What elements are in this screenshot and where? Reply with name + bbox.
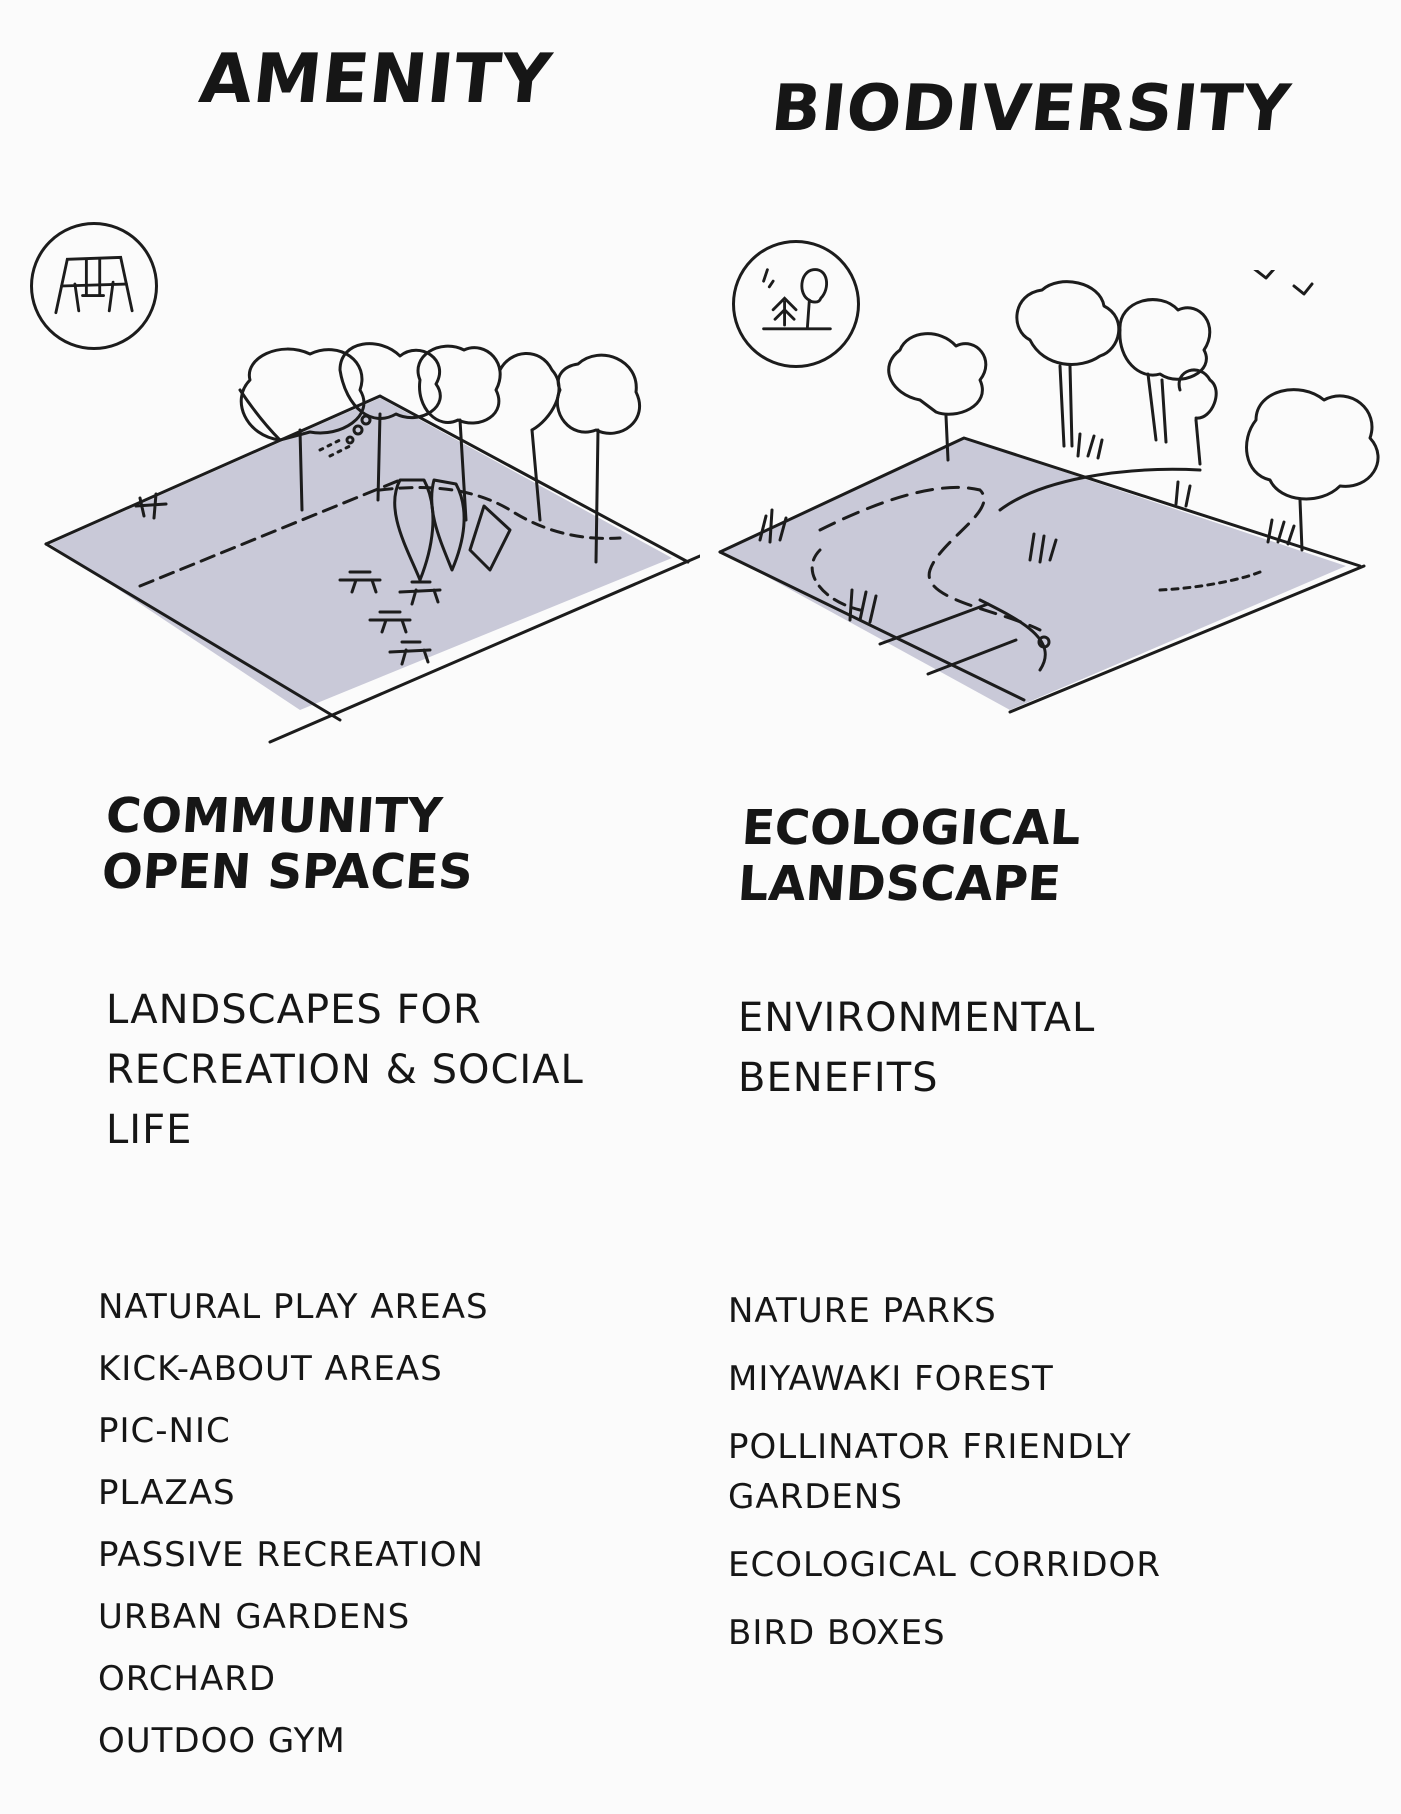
amenity-description: LANDSCAPES FOR RECREATION & SOCIAL LIFE — [106, 987, 584, 1153]
trees-icon — [732, 240, 860, 368]
list-item: URBAN GARDENS — [98, 1597, 411, 1637]
amenity-column: AMENITY — [0, 0, 700, 1814]
swing-set-icon — [30, 222, 158, 350]
biodiversity-title: BIODIVERSITY — [768, 72, 1295, 146]
list-item: BIRD BOXES — [728, 1613, 946, 1653]
amenity-subtitle: COMMUNITY OPEN SPACES — [100, 788, 475, 900]
list-item: NATURE PARKS — [728, 1291, 997, 1331]
biodiversity-column: BIODIVERSITY — [700, 0, 1400, 1814]
biodiversity-subtitle: ECOLOGICAL LANDSCAPE — [736, 800, 1083, 912]
list-item: POLLINATOR FRIENDLY GARDENS — [728, 1427, 1132, 1517]
list-item: PASSIVE RECREATION — [98, 1535, 484, 1575]
amenity-list: NATURAL PLAY AREAS KICK-ABOUT AREAS PIC-… — [98, 1276, 489, 1772]
list-item: ECOLOGICAL CORRIDOR — [728, 1545, 1161, 1585]
list-item: OUTDOO GYM — [98, 1721, 346, 1761]
amenity-title: AMENITY — [195, 40, 556, 119]
list-item: PLAZAS — [98, 1473, 236, 1513]
biodiversity-sketch — [718, 270, 1380, 714]
list-item: PIC-NIC — [98, 1411, 231, 1451]
list-item: KICK-ABOUT AREAS — [98, 1349, 443, 1389]
amenity-sketch — [44, 342, 700, 744]
list-item: ORCHARD — [98, 1659, 277, 1699]
biodiversity-description: ENVIRONMENTAL BENEFITS — [738, 995, 1096, 1101]
biodiversity-list: NATURE PARKS MIYAWAKI FOREST POLLINATOR … — [728, 1286, 1248, 1676]
list-item: NATURAL PLAY AREAS — [98, 1287, 489, 1327]
list-item: MIYAWAKI FOREST — [728, 1359, 1054, 1399]
